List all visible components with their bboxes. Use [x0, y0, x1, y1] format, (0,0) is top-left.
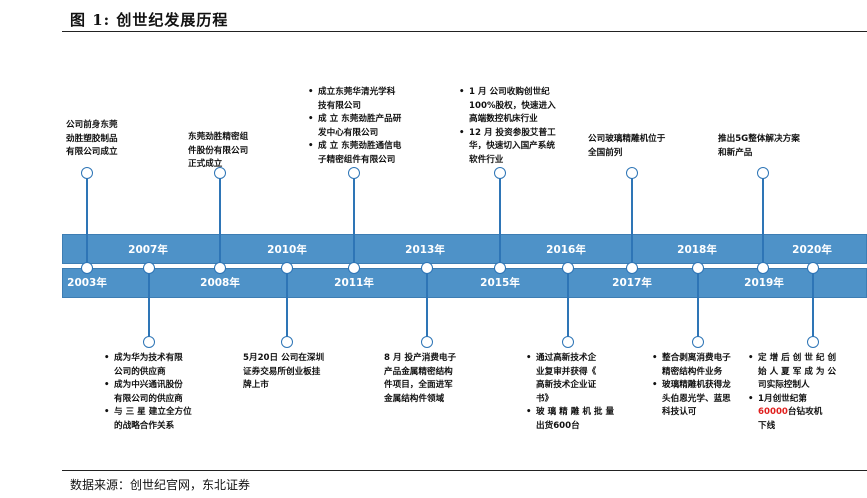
event-bullet: 12 月 投资参股艾普工 华，快速切入国产系统 软件行业 — [459, 127, 556, 168]
timeline-stem — [426, 268, 428, 338]
milestone-marker — [807, 336, 819, 348]
timeline-node — [214, 262, 226, 274]
timeline-node — [348, 262, 360, 274]
timeline-stem — [697, 268, 699, 338]
milestone-marker — [81, 167, 93, 179]
timeline-node — [807, 262, 819, 274]
event-bullet: 与 三 星 建立全方位 的战略合作关系 — [104, 406, 192, 433]
event-bullet: 成为中兴通讯股份 有限公司的供应商 — [104, 379, 192, 406]
milestone-marker — [421, 336, 433, 348]
timeline-stem — [219, 176, 221, 268]
highlight-number: 60000 — [758, 407, 788, 417]
event-2020: 定 增 后 创 世 纪 创 始 人 夏 军 成 为 公 司实际控制人 1月创世纪… — [748, 352, 836, 433]
event-bullet: 1 月 公司收购创世纪 100%股权，快速进入 高端数控机床行业 — [459, 86, 556, 127]
timeline-stem — [812, 268, 814, 338]
event-bullet: 1月创世纪第 60000台钻攻机 下线 — [748, 393, 836, 434]
event-2003: 公司前身东莞 劲胜塑胶制品 有限公司成立 — [66, 120, 118, 157]
year-label: 2018年 — [677, 244, 717, 256]
timeline-stem — [631, 176, 633, 268]
timeline-stem — [499, 176, 501, 268]
event-2018: 整合剥离消费电子 精密结构件业务 玻璃精雕机获得龙 头伯恩光学、蓝思 科技认可 — [652, 352, 731, 420]
timeline-stem — [286, 268, 288, 338]
event-bullet: 玻 璃 精 雕 机 批 量 出货600台 — [526, 406, 614, 433]
year-label: 2010年 — [267, 244, 307, 256]
timeline-node — [143, 262, 155, 274]
year-label: 2019年 — [744, 277, 784, 289]
milestone-marker — [626, 167, 638, 179]
timeline-node — [626, 262, 638, 274]
timeline-node — [421, 262, 433, 274]
timeline-stem — [353, 176, 355, 268]
event-2013: 8 月 投产消费电子 产品金属精密结构 件项目，全面进军 金属结构件领域 — [384, 353, 457, 404]
timeline-node — [81, 262, 93, 274]
year-label: 2017年 — [612, 277, 652, 289]
milestone-marker — [494, 167, 506, 179]
event-2016: 通过高新技术企 业复审并获得《 高新技术企业证 书》 玻 璃 精 雕 机 批 量… — [526, 352, 614, 433]
event-bullet: 成 立 东莞劲胜产品研 发中心有限公司 — [308, 113, 401, 140]
timeline-node — [281, 262, 293, 274]
event-bullet: 成 立 东莞劲胜通信电 子精密组件有限公司 — [308, 140, 401, 167]
event-bullet: 定 增 后 创 世 纪 创 始 人 夏 军 成 为 公 司实际控制人 — [748, 352, 836, 393]
milestone-marker — [281, 336, 293, 348]
year-label: 2015年 — [480, 277, 520, 289]
timeline-node — [562, 262, 574, 274]
timeline-node — [692, 262, 704, 274]
event-bullet: 成为华为技术有限 公司的供应商 — [104, 352, 192, 379]
source-note: 数据来源：创世纪官网，东北证券 — [70, 478, 251, 492]
title-rule — [62, 31, 867, 32]
milestone-marker — [348, 167, 360, 179]
event-bullet: 成立东莞华清光学科 技有限公司 — [308, 86, 401, 113]
year-label: 2003年 — [67, 277, 107, 289]
year-label: 2011年 — [334, 277, 374, 289]
milestone-marker — [692, 336, 704, 348]
milestone-marker — [562, 336, 574, 348]
year-label: 2008年 — [200, 277, 240, 289]
event-2019: 推出5G整体解决方案 和新产品 — [718, 134, 800, 158]
year-label: 2016年 — [546, 244, 586, 256]
timeline-stem — [567, 268, 569, 338]
event-bullet: 玻璃精雕机获得龙 头伯恩光学、蓝思 科技认可 — [652, 379, 731, 420]
milestone-marker — [143, 336, 155, 348]
event-2017: 公司玻璃精雕机位于 全国前列 — [588, 134, 666, 158]
year-label: 2007年 — [128, 244, 168, 256]
timeline-node — [494, 262, 506, 274]
event-2011: 成立东莞华清光学科 技有限公司 成 立 东莞劲胜产品研 发中心有限公司 成 立 … — [308, 86, 401, 167]
event-bullet: 整合剥离消费电子 精密结构件业务 — [652, 352, 731, 379]
timeline-stem — [148, 268, 150, 338]
timeline-band-top — [62, 234, 867, 264]
event-2015: 1 月 公司收购创世纪 100%股权，快速进入 高端数控机床行业 12 月 投资… — [459, 86, 556, 167]
milestone-marker — [757, 167, 769, 179]
figure-title: 图 1: 创世纪发展历程 — [70, 11, 229, 29]
timeline-stem — [86, 176, 88, 268]
timeline-band-bottom — [62, 268, 867, 298]
timeline-stem — [762, 176, 764, 268]
source-rule — [62, 470, 867, 471]
event-2010: 5月20日 公司在深圳 证券交易所创业板挂 牌上市 — [243, 353, 325, 390]
event-2007: 成为华为技术有限 公司的供应商 成为中兴通讯股份 有限公司的供应商 与 三 星 … — [104, 352, 192, 433]
year-label: 2013年 — [405, 244, 445, 256]
event-bullet: 通过高新技术企 业复审并获得《 高新技术企业证 书》 — [526, 352, 614, 406]
milestone-marker — [214, 167, 226, 179]
timeline-node — [757, 262, 769, 274]
year-label: 2020年 — [792, 244, 832, 256]
event-2008: 东莞劲胜精密组 件股份有限公司 正式成立 — [188, 132, 249, 169]
